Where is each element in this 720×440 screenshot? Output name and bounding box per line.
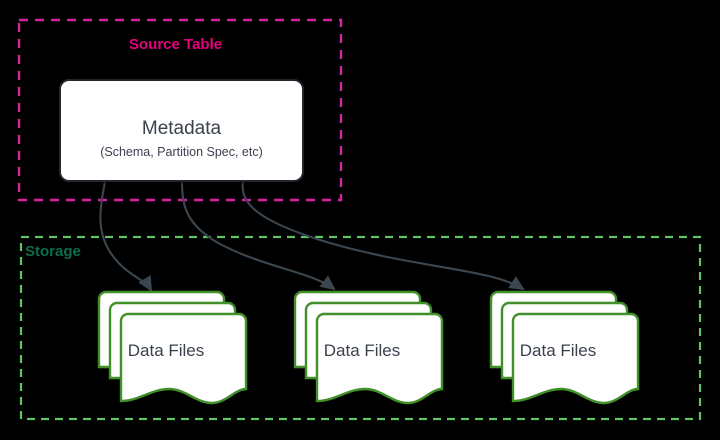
metadata-node-title: Metadata xyxy=(142,118,222,139)
connector-group xyxy=(99,180,525,292)
data-files-3[interactable]: Data Files xyxy=(489,290,640,405)
data-files-3-sheet-front xyxy=(511,312,640,405)
data-files-2-sheet-front xyxy=(315,312,444,405)
data-files-1[interactable]: Data Files xyxy=(97,290,248,405)
connector-2-path xyxy=(180,180,336,291)
connector-1-path xyxy=(99,180,153,292)
metadata-node[interactable]: Metadata (Schema, Partition Spec, etc) xyxy=(59,79,304,182)
data-files-1-sheet-front xyxy=(119,312,248,405)
connector-3-path xyxy=(241,180,525,291)
group-storage-border xyxy=(19,235,702,421)
data-files-2[interactable]: Data Files xyxy=(293,290,444,405)
data-files-2-label: Data Files xyxy=(324,341,401,360)
group-source-table-border xyxy=(17,18,343,202)
data-files-3-label: Data Files xyxy=(520,341,597,360)
group-source-table-label: Source Table xyxy=(129,36,223,53)
metadata-node-subtitle: (Schema, Partition Spec, etc) xyxy=(100,145,263,159)
data-files-1-label: Data Files xyxy=(128,341,205,360)
group-storage-label: Storage xyxy=(25,243,81,260)
metadata-node-box[interactable] xyxy=(59,79,304,182)
